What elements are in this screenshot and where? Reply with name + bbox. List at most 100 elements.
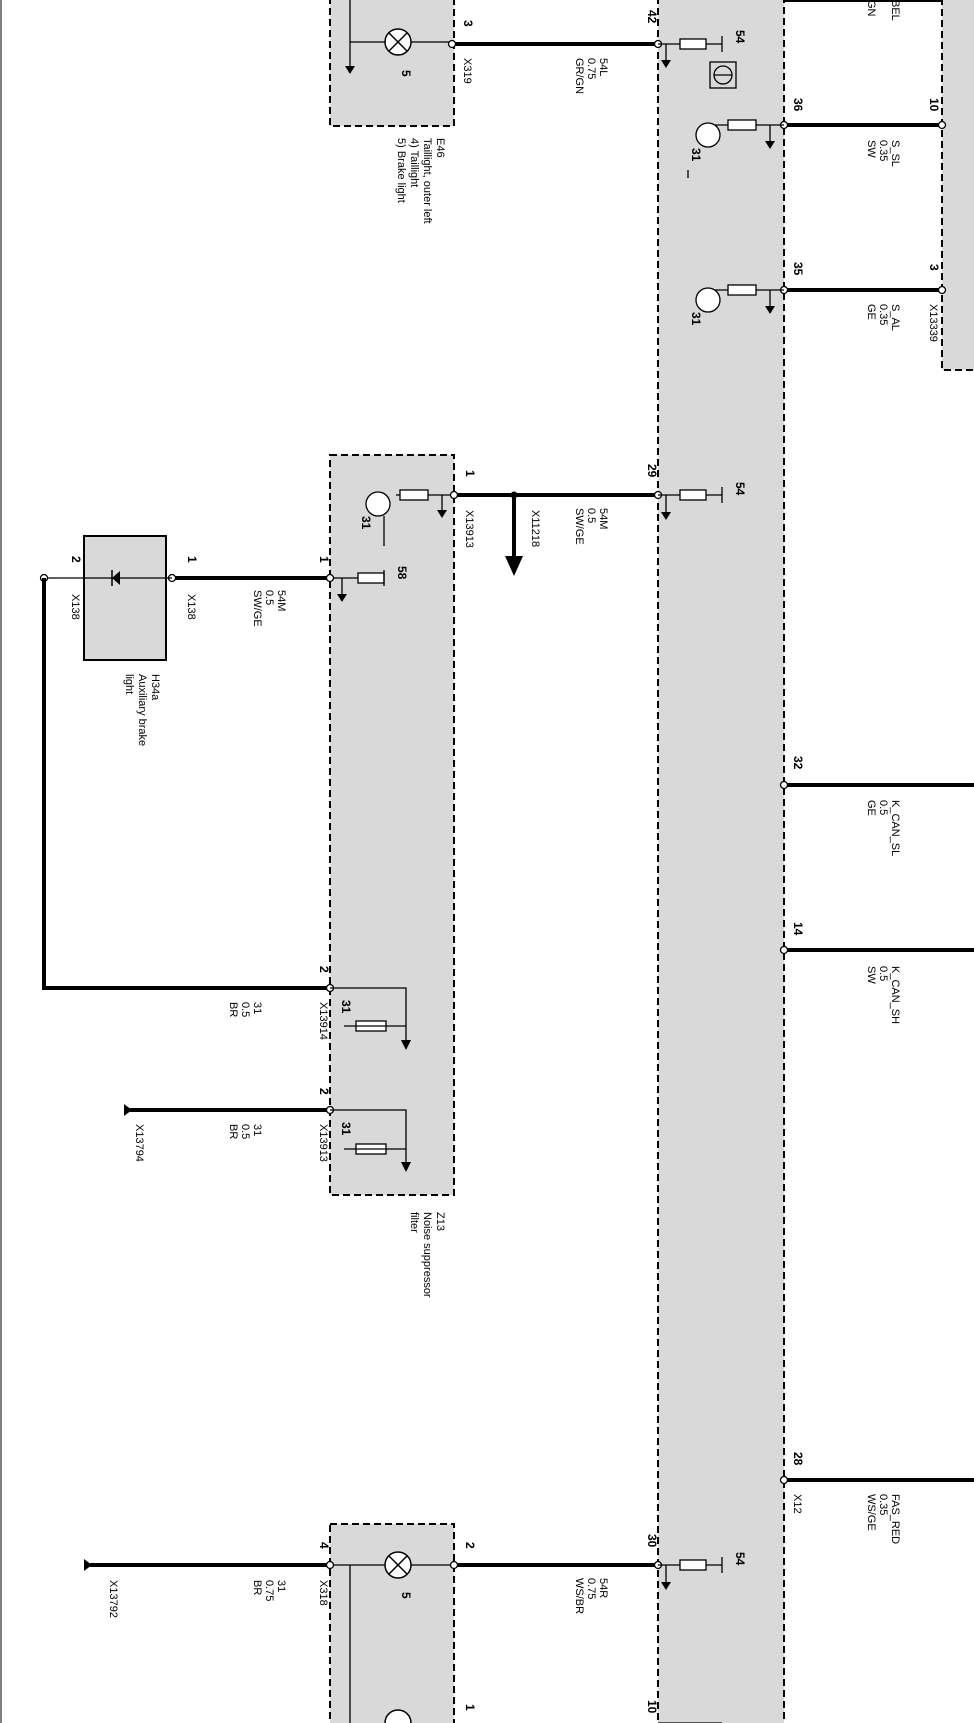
module-pin-36: 36	[791, 98, 805, 112]
wire-k-can-sl-color: GE	[865, 800, 877, 816]
z13-mark-31b: 31	[339, 1000, 353, 1014]
h34a-conn-2: X138	[69, 594, 81, 620]
right-module-box	[941, 0, 974, 371]
e46-desc-2: 4) Taillight	[408, 138, 420, 187]
module-pin-14: 14	[791, 922, 805, 936]
wire-54m-b-name: 54M	[275, 590, 287, 611]
z13-mark-31a: 31	[359, 516, 373, 530]
z13-conn-2a: X13914	[317, 1002, 329, 1040]
module-mark-31-1: 31	[689, 148, 703, 162]
wire-31-a-color: BR	[227, 1002, 239, 1017]
module-pin-10: 10	[645, 1700, 659, 1714]
wire-fas-red-name: FAS_RED	[889, 1494, 901, 1544]
wire-54r-color: WS/BR	[573, 1578, 585, 1614]
module-mark-54-1: 54	[733, 30, 747, 44]
module-pin-28: 28	[791, 1452, 805, 1466]
wire-s-sl-name: S_SL	[889, 140, 901, 167]
wire-31-a-size: 0.5	[239, 1002, 251, 1017]
module-mark-31-2: 31	[689, 312, 703, 326]
module-mark-54-2: 54	[733, 482, 747, 496]
z13-box	[329, 454, 455, 1196]
wire-s-sl-size: 0.35	[877, 140, 889, 161]
wire-54l-size: 0.75	[585, 58, 597, 79]
module-pin-35: 35	[791, 262, 805, 276]
wire-54m-a-name: 54M	[597, 508, 609, 529]
e46r-pin-out: 4	[317, 1542, 331, 1549]
wire-k-can-sh-size: 0.5	[877, 966, 889, 981]
wire-31-b-color: BR	[227, 1124, 239, 1139]
z13-conn-1: X13913	[463, 510, 475, 548]
wire-54m-b-size: 0.5	[263, 590, 275, 605]
ground-x13794: X13794	[133, 1124, 145, 1162]
wire-s-sl-color: SW	[865, 140, 877, 158]
z13-desc-2: filter	[408, 1212, 420, 1233]
z13-conn-2b: X13913	[317, 1124, 329, 1162]
h34a-desc-1: Auxiliary brake	[136, 674, 148, 746]
right-conn: X13339	[927, 304, 939, 342]
z13-desc-1: Noise suppressor	[421, 1212, 433, 1298]
e46r-lamp-pin: 5	[399, 1592, 413, 1599]
e46r-next-pin: 1	[463, 1704, 477, 1711]
h34a-id: H34a	[149, 674, 161, 701]
wire-54l-color: GR/GN	[573, 58, 585, 94]
e46-box	[329, 0, 455, 127]
z13-pin-2a: 2	[317, 966, 331, 973]
module-pin-30: 30	[645, 1534, 659, 1548]
wire-k-can-sl-size: 0.5	[877, 800, 889, 815]
e46-conn: X319	[461, 58, 473, 84]
lamp-icon-right	[384, 1551, 412, 1579]
e46r-pin-in: 2	[463, 1542, 477, 1549]
top-partial-1: BEL	[889, 0, 901, 21]
wire-54m-a-color: SW/GE	[573, 508, 585, 545]
wire-fas-red-size: 0.35	[877, 1494, 889, 1515]
module-pin-29: 29	[645, 464, 659, 478]
right-pin-3: 3	[927, 264, 941, 271]
module-pin-32: 32	[791, 756, 805, 770]
module-symbol-top	[709, 61, 737, 89]
wire-54m-a-size: 0.5	[585, 508, 597, 523]
wire-31-c-name: 31	[275, 1580, 287, 1592]
wire-31-b-name: 31	[251, 1124, 263, 1136]
wire-s-al-color: GE	[865, 304, 877, 320]
e46-pin: 3	[461, 20, 475, 27]
h34a-conn-1: X138	[185, 594, 197, 620]
module-mark-54-3: 54	[733, 1552, 747, 1566]
e46-desc-1: Taillight, outer left	[421, 138, 433, 224]
h34a-pin-1: 1	[185, 556, 199, 563]
wire-s-al-name: S_AL	[889, 304, 901, 331]
wire-54l-name: 54L	[597, 58, 609, 76]
wire-k-can-sh-name: K_CAN_SH	[889, 966, 901, 1024]
z13-pin-1b: 1	[317, 556, 331, 563]
top-partial-2: GN	[865, 0, 877, 17]
wire-54r-size: 0.75	[585, 1578, 597, 1599]
diode-icon	[111, 570, 120, 586]
z13-mark-31c: 31	[339, 1122, 353, 1136]
wire-k-can-sl-name: K_CAN_SL	[889, 800, 901, 856]
wire-31-a-name: 31	[251, 1002, 263, 1014]
wire-fas-red-color: WS/GE	[865, 1494, 877, 1531]
wire-54m-b-color: SW/GE	[251, 590, 263, 627]
h34a-box	[83, 535, 167, 661]
module-pin-42: 42	[645, 10, 659, 24]
h34a-pin-2: 2	[69, 556, 83, 563]
wire-k-can-sh-color: SW	[865, 966, 877, 984]
splice-x11218: X11218	[529, 510, 541, 547]
wire-54r-name: 54R	[597, 1578, 609, 1598]
z13-pin-1: 1	[463, 470, 477, 477]
wire-31-c-color: BR	[251, 1580, 263, 1595]
e46-id: E46	[434, 138, 446, 158]
ground-x13792: X13792	[107, 1580, 119, 1618]
e46-lamp-pin: 5	[399, 70, 413, 77]
wire-s-al-size: 0.35	[877, 304, 889, 325]
z13-id: Z13	[434, 1212, 446, 1231]
wire-31-c-size: 0.75	[263, 1580, 275, 1601]
z13-mark-58: 58	[395, 566, 409, 580]
h34a-desc-2: light	[123, 674, 135, 694]
control-module-box	[657, 0, 785, 1723]
wire-31-b-size: 0.5	[239, 1124, 251, 1139]
e46r-conn: X318	[317, 1580, 329, 1606]
right-pin-10: 10	[927, 98, 941, 112]
z13-pin-2b: 2	[317, 1088, 331, 1095]
e46-desc-3: 5) Brake light	[395, 138, 407, 203]
